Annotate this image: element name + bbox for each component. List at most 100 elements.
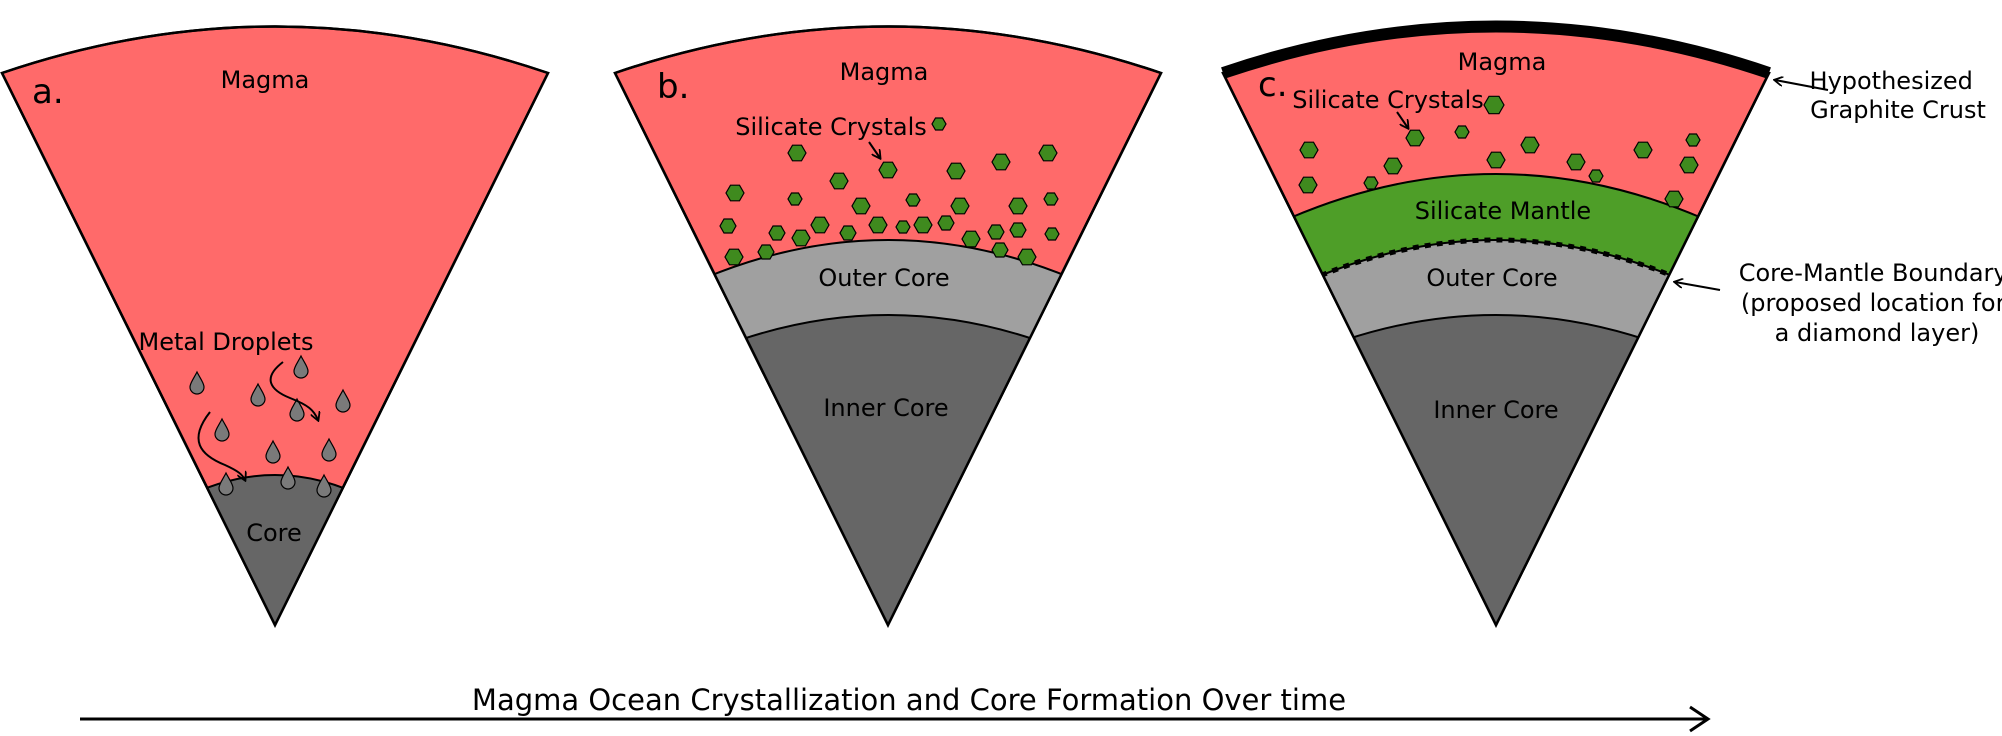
silicate-crystal [1679, 156, 1699, 174]
silicate-crystal [905, 193, 921, 207]
silicate-crystal [991, 242, 1009, 258]
silicate-crystal [1566, 153, 1586, 171]
silicate-crystal [787, 144, 807, 162]
metal-droplet [316, 473, 332, 498]
panel-c: c. Magma Silicate Crystals Silicate Mant… [1221, 20, 2002, 628]
silicate-crystal [719, 218, 737, 234]
silicate-crystal [913, 216, 933, 234]
silicate-crystal [946, 162, 966, 180]
silicate-crystal [1008, 197, 1028, 215]
outer-core-label: Outer Core [818, 264, 949, 292]
silicate-crystal [810, 216, 830, 234]
silicate-crystal [937, 215, 955, 231]
magma-label: Magma [1458, 48, 1547, 76]
silicate-crystal [950, 197, 970, 215]
panel-letter: b. [657, 67, 689, 107]
silicate-crystal [1038, 144, 1058, 162]
silicate-crystal [787, 192, 803, 206]
silicate-crystal [1009, 222, 1027, 238]
boundary-pointer-arrow [1675, 282, 1721, 291]
metal-droplet [321, 437, 337, 462]
metal-droplet [250, 382, 266, 407]
silicate-crystal [987, 224, 1005, 240]
silicate-crystal [724, 248, 744, 266]
silicate-crystal [1405, 129, 1425, 147]
inner-core-label: Inner Core [823, 394, 948, 422]
silicate-crystal [1298, 176, 1318, 194]
graphite-crust [1221, 20, 1771, 79]
metal-droplet [289, 397, 305, 422]
crystal-arrow [1396, 111, 1408, 128]
boundary-annotation-line: Core-Mantle Boundary [1739, 259, 2002, 287]
silicate-crystal [1044, 227, 1060, 241]
silicate-crystal [868, 216, 888, 234]
silicate-crystal [1685, 133, 1701, 147]
crust-annotation: Hypothesized Graphite Crust [1810, 67, 1986, 124]
core-mantle-boundary [1309, 237, 1683, 283]
crust-annotation-line: Hypothesized [1810, 67, 1973, 95]
boundary-annotation-line: (proposed location for [1741, 289, 2002, 317]
crust-annotation-line: Graphite Crust [1810, 96, 1986, 124]
metal-droplet [265, 439, 281, 464]
core-label: Core [246, 519, 302, 547]
silicate-crystal [757, 244, 775, 260]
silicate-crystal [1017, 248, 1037, 266]
silicate-crystal [725, 184, 745, 202]
inner-core-region [738, 314, 1038, 625]
silicate-crystal [1588, 169, 1604, 183]
silicate-crystal [991, 153, 1011, 171]
silicate-crystal [829, 172, 849, 190]
silicate-crystal [961, 230, 981, 248]
silicate-mantle-label: Silicate Mantle [1415, 197, 1591, 225]
panel-outline [613, 25, 1163, 628]
silicate-crystal [1520, 136, 1540, 154]
magma-label: Magma [221, 66, 310, 94]
silicate-crystal [1483, 95, 1505, 115]
silicate-crystal [1043, 192, 1059, 206]
metal-droplet [214, 417, 230, 442]
panel-outline [0, 25, 550, 628]
inner-core-region [1343, 314, 1649, 625]
crust-pointer-arrow [1775, 80, 1829, 91]
metal-droplets-label: Metal Droplets [139, 328, 314, 356]
metal-droplet [189, 370, 205, 395]
metal-droplets [189, 354, 351, 498]
silicate-crystal [839, 225, 857, 241]
silicate-crystal [768, 225, 786, 241]
panel-letter: c. [1258, 65, 1288, 105]
silicate-crystal [1633, 141, 1653, 159]
silicate-crystal [1383, 157, 1403, 175]
timeline-arrowhead [1689, 705, 1711, 733]
silicate-crystal [791, 229, 811, 247]
silicate-crystal [1299, 141, 1319, 159]
timeline-label: Magma Ocean Crystallization and Core For… [472, 683, 1346, 717]
metal-droplet [293, 354, 309, 379]
panel-a: a. Magma Metal Droplets Core [0, 25, 550, 628]
silicate-crystals-label: Silicate Crystals [1292, 86, 1484, 114]
boundary-annotation: Core-Mantle Boundary (proposed location … [1739, 259, 2002, 347]
silicate-crystal [1363, 176, 1379, 190]
silicate-crystal [1486, 151, 1506, 169]
silicate-crystal [1454, 125, 1470, 139]
silicate-crystal [851, 197, 871, 215]
outer-core-label: Outer Core [1426, 264, 1557, 292]
boundary-annotation-line: a diamond layer) [1775, 319, 1980, 347]
metal-droplet [335, 388, 351, 413]
silicate-crystal [895, 220, 911, 234]
metal-droplet [218, 471, 234, 496]
silicate-crystals [719, 117, 1060, 266]
core-region [178, 474, 372, 625]
silicate-crystal [931, 117, 947, 131]
silicate-crystal [878, 161, 898, 179]
droplet-arrow [269, 361, 318, 420]
metal-droplet [280, 465, 296, 490]
panel-letter: a. [32, 72, 64, 112]
timeline: Magma Ocean Crystallization and Core For… [80, 683, 1711, 733]
panel-b: b. Magma Silicate Crystals Outer Core In… [613, 25, 1163, 628]
magma-label: Magma [840, 58, 929, 86]
crystal-arrow [868, 141, 880, 158]
silicate-crystals [1298, 95, 1701, 208]
droplet-arrow [197, 411, 245, 480]
inner-core-label: Inner Core [1433, 396, 1558, 424]
